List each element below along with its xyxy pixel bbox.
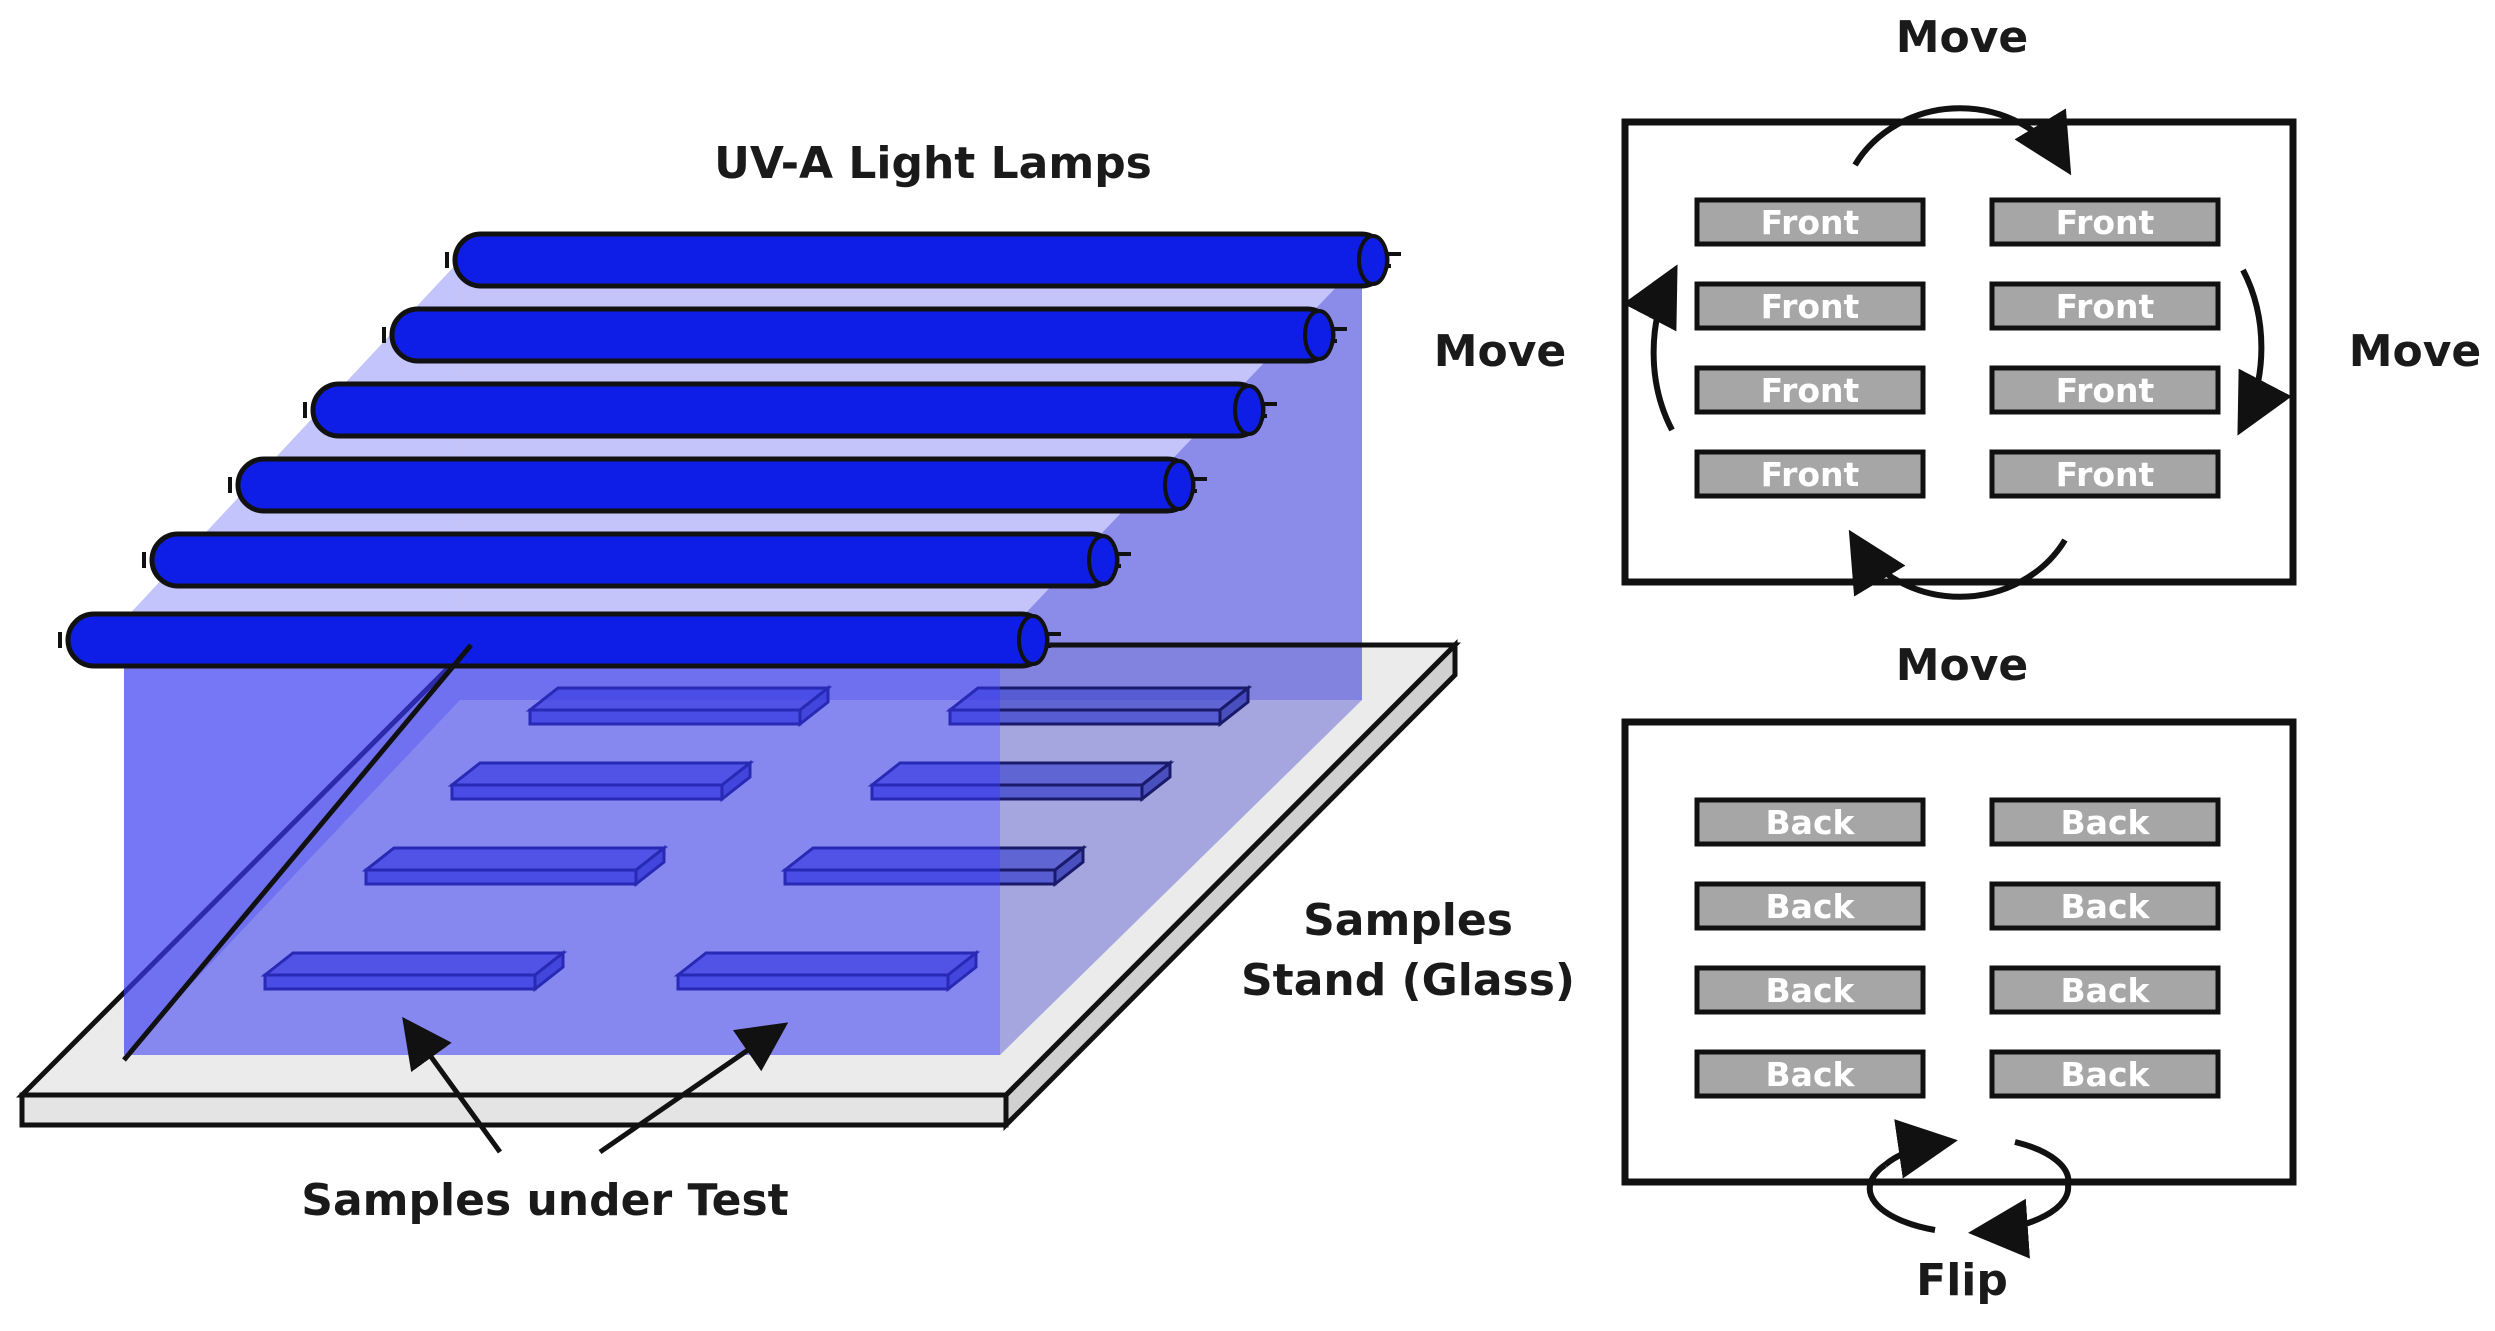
stand-front-edge [19,1092,1009,1128]
light-right-wall [1000,260,1362,1055]
sample-label: Front [1761,287,1860,326]
front-sample: Front [1989,449,2221,499]
back-sample: Back [1989,797,2221,847]
sample-label: Front [2056,371,2155,410]
samples-under-test-arrows [402,1016,789,1155]
move-left-label: Move [1434,326,1567,377]
sample-label: Back [1766,803,1856,842]
front-sample: Front [1694,281,1926,331]
back-sample: Back [1694,1049,1926,1099]
move-top-label: Move [1896,12,2029,63]
back-sample: Back [1694,797,1926,847]
stand-sample-block [945,684,1253,728]
back-sample: Back [1989,1049,2221,1099]
sample-label: Back [1766,971,1856,1010]
sample-label: Back [1766,887,1856,926]
front-sample: Front [1694,197,1926,247]
front-sample: Front [1989,281,2221,331]
sample-label: Back [2061,1055,2151,1094]
uv-lamp-tube [382,306,1347,364]
move-right-label: Move [2349,326,2482,377]
stand-diagonal-line [122,643,473,1062]
flip-label: Flip [1916,1255,2008,1306]
sample-label: Back [2061,803,2151,842]
uv-lamp-tube [142,531,1131,589]
front-sample: Front [1694,365,1926,415]
sample-label: Front [2056,203,2155,242]
arrow-to-sample-right [598,1022,789,1155]
stand-label-line1: Samples [1303,895,1513,946]
sample-label: Front [1761,371,1860,410]
flip-arrow-top [1883,1119,1958,1179]
move-bottom-label: Move [1896,640,2029,691]
arrow-to-sample-left [402,1016,503,1154]
front-sample: Front [1989,365,2221,415]
uv-lamp-tube [228,456,1207,514]
back-sample: Back [1694,965,1926,1015]
uv-lamp-tube [445,231,1401,289]
sample-label: Front [2056,287,2155,326]
front-sample: Front [1989,197,2221,247]
sample-label: Back [2061,887,2151,926]
light-front-wall [124,660,1000,1055]
front-sample: Front [1694,449,1926,499]
back-sample: Back [1989,881,2221,931]
samples-under-test-label: Samples under Test [301,1175,788,1226]
lamps-label: UV-A Light Lamps [714,138,1152,189]
uv-a-lamps [58,231,1401,669]
uv-lamp-tube [58,611,1061,669]
sample-label: Front [1761,203,1860,242]
sample-label: Front [2056,455,2155,494]
stand-label-line2: Stand (Glass) [1241,955,1575,1006]
move-top-arrow [1852,105,2072,176]
back-panel-frame [1621,718,2297,1186]
sample-label: Back [2061,971,2151,1010]
flip-arrow-left-arc [1866,1162,1936,1233]
back-sample: Back [1989,965,2221,1015]
sample-label: Front [1761,455,1860,494]
sample-label: Back [1766,1055,1856,1094]
back-sample: Back [1694,881,1926,931]
uv-lamp-tube [303,381,1277,439]
flip-arrow-bottom [1968,1139,2072,1259]
move-left-arrow [1623,264,1678,432]
move-bottom-arrow [1848,529,2068,600]
move-right-arrow [2237,268,2292,436]
front-panel-frame [1621,118,2297,586]
